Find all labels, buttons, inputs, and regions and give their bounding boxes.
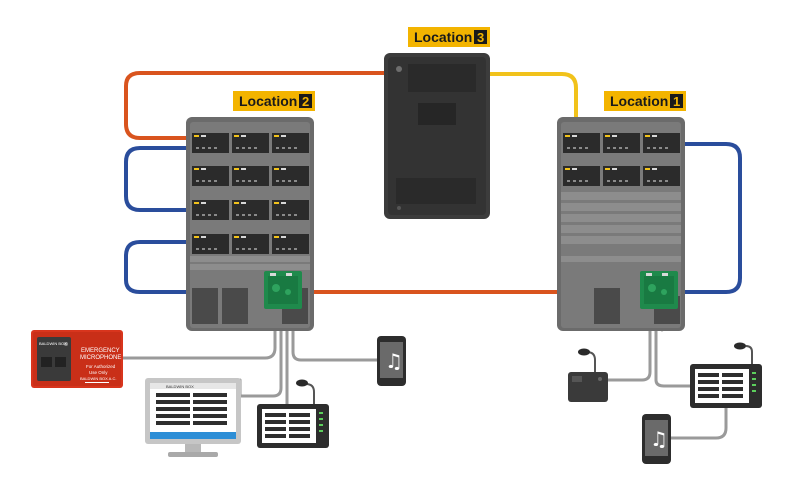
location-2-label: Location [239,93,297,109]
location-1-number-box [670,94,683,108]
emergency-subtitle-line1: For Authorized [86,364,116,369]
emergency-microphone-panel: BALDWIN BOX EMERGENCY MICROPHONE For Aut… [31,330,123,388]
monitor-base [168,452,218,457]
touch-panel-icon [257,379,329,448]
location-1-label-bg [604,91,686,111]
phone-left: ♫ [377,336,406,386]
monitor-icon: BALDWIN BOX [145,378,241,457]
emergency-brand: BALDWIN BOX [39,341,67,346]
monitor-ui-rows [156,393,227,425]
location-2-network-board [264,271,302,309]
emergency-title-line1: EMERGENCY [81,348,120,354]
amplifier-unit [603,133,640,153]
location-3-number-box [474,30,487,44]
location-3-power-led [396,66,402,72]
location-1-label: Location [610,93,668,109]
location-1-number: 1 [673,94,680,109]
amplifier-unit [272,166,309,186]
location-2-label-bg [233,91,315,111]
phone-right: ♫ [642,414,671,464]
blue-loop-right [674,142,742,294]
amplifier-unit [192,234,229,254]
microphone-icon [64,342,68,346]
location-3-number: 3 [477,30,484,45]
emergency-title-line2: MICROPHONE [80,355,121,361]
location-3: Location 3 [384,27,490,219]
amplifier-unit [563,166,600,186]
desk-microphone-icon [568,348,608,402]
amplifier-unit [232,166,269,186]
monitor-brand: BALDWIN BOX [166,384,194,389]
emergency-subtitle-line2: Use Only [89,370,108,375]
amplifier-unit [643,133,680,153]
amplifier-unit [272,133,309,153]
location-1-network-board [640,271,678,309]
emergency-footer: BALDWIN BOX A.C. [80,376,116,381]
location-2-number-box [299,94,312,108]
blue-loop-lower [124,240,274,294]
location-2-amplifiers [192,133,309,254]
music-note-icon: ♫ [385,349,403,373]
gray-cable-emergency [120,306,277,360]
gray-cable-phone-left [291,306,382,362]
monitor-stand [185,444,201,452]
orange-link-top [124,71,386,140]
gray-cable-desk-mic [604,306,652,382]
emergency-mic-housing [37,337,71,381]
location-3-label: Location [414,29,472,45]
location-3-module [418,103,456,125]
amplifier-unit [192,166,229,186]
location-3-label-bg [408,27,490,47]
amplifier-unit [192,133,229,153]
gray-cable-panel-right [654,306,694,388]
amplifier-unit [232,133,269,153]
location-3-vent-top [408,64,476,92]
location-1-amplifiers [563,133,680,186]
amplifier-unit [232,200,269,220]
amplifier-unit [643,166,680,186]
amplifier-unit [272,234,309,254]
yellow-link [488,72,578,130]
amplifier-unit [272,200,309,220]
amplifier-unit [603,166,640,186]
amplifier-unit [563,133,600,153]
location-3-vent-bottom [396,178,476,204]
music-note-icon-right: ♫ [650,427,668,451]
touch-panel-right [690,342,762,408]
location-2: Location 2 [186,91,315,331]
amplifier-unit [192,200,229,220]
location-1: Location 1 [557,91,686,331]
amplifier-unit [232,234,269,254]
blue-loop-upper [124,146,194,212]
location-2-number: 2 [302,94,309,109]
location-1-blank-panels [561,192,681,324]
gray-cable-monitor [238,306,283,398]
